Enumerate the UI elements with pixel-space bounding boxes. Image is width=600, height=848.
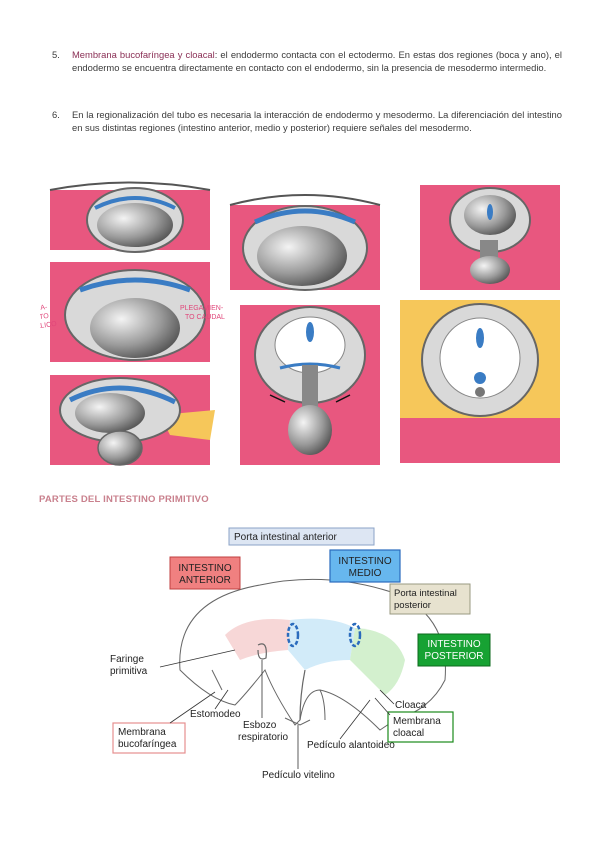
svg-text:MIENTO: MIENTO (40, 313, 50, 324)
porta-posterior-mark (348, 622, 362, 648)
midgut-region (288, 618, 355, 670)
label-pediculo-vitelino: Pedículo vitelino (262, 770, 335, 781)
hindgut-region (350, 628, 405, 695)
item-text: En la regionalización del tubo es necesa… (72, 109, 562, 133)
item-number: 6. (52, 109, 60, 120)
item-text: : el endodermo contacta con el ectodermo… (72, 49, 562, 73)
embryo-panel-2: PLEGA- MIENTO CEFÁLICO PLEGAMIEN- TO CAU… (40, 262, 225, 362)
label-pediculo-alantoideo: Pedículo alantoideo (307, 740, 395, 751)
svg-text:TO CAUDAL: TO CAUDAL (185, 314, 225, 321)
embryo-panel-3 (50, 375, 215, 466)
label-cloaca: Cloaca (395, 700, 427, 711)
porta-anterior-mark (286, 622, 300, 648)
embryo-folding-figure: PLEGA- MIENTO CEFÁLICO PLEGAMIEN- TO CAU… (40, 178, 560, 466)
list-item-6: 6. En la regionalización del tubo es nec… (52, 108, 562, 134)
highlight-term: Membrana bucofaríngea y cloacal (72, 49, 215, 60)
svg-text:PLEGA-: PLEGA- (40, 304, 49, 315)
label-estomodeo: Estomodeo (190, 709, 241, 720)
embryo-panel-1 (49, 178, 211, 253)
item-number: 5. (52, 49, 60, 60)
embryo-panel-7 (400, 300, 560, 463)
svg-text:PLEGAMIEN-: PLEGAMIEN- (180, 305, 224, 312)
label-porta-anterior: Porta intestinal anterior (234, 532, 338, 543)
embryo-panel-6 (420, 185, 560, 290)
embryo-panel-4 (229, 194, 381, 291)
section-title: PARTES DEL INTESTINO PRIMITIVO (39, 494, 209, 505)
foregut-region (225, 619, 290, 660)
embryo-panel-5 (240, 305, 380, 465)
list-item-5: 5. Membrana bucofaríngea y cloacal: el e… (52, 48, 562, 74)
